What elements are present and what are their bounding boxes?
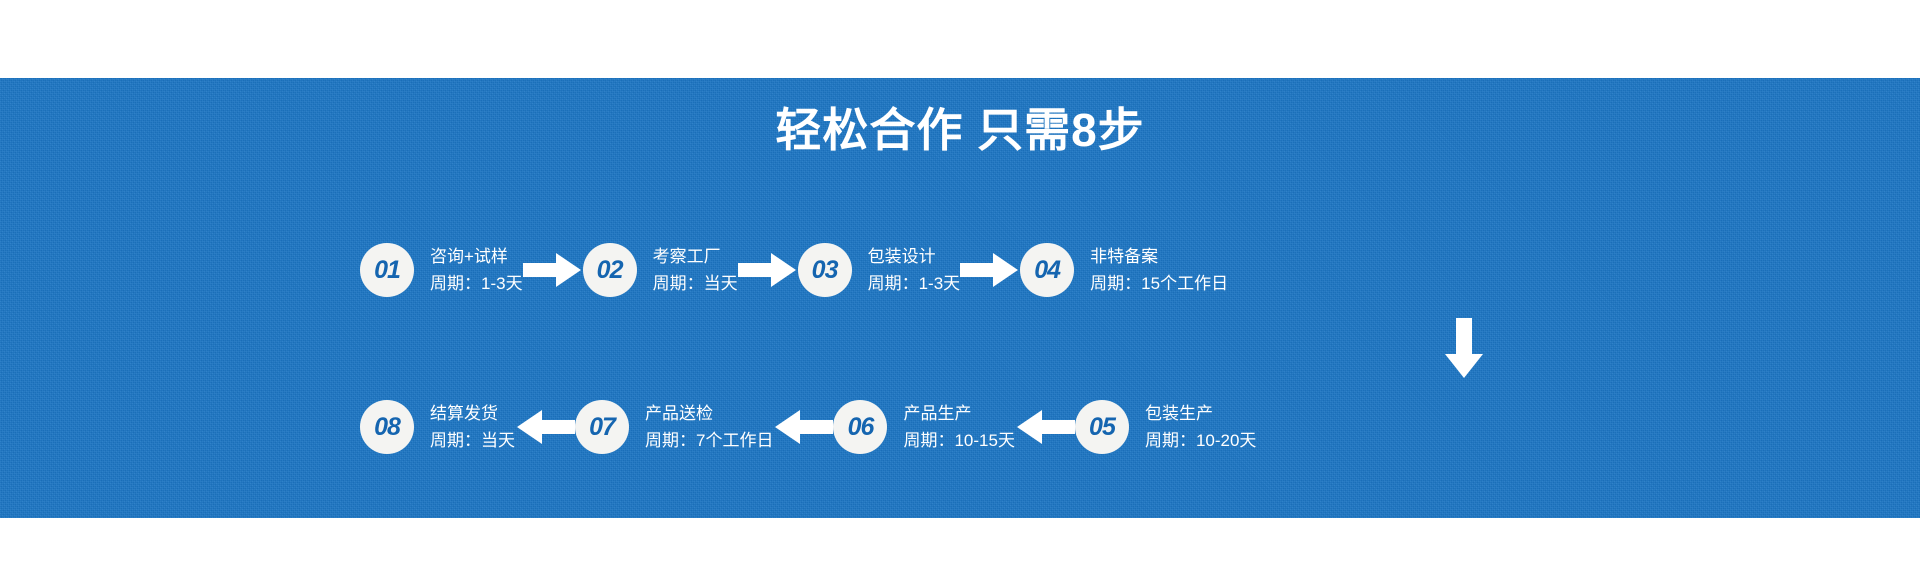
step-number-badge: 04: [1020, 243, 1075, 297]
step-03[interactable]: 03 包装设计 周期：1-3天: [797, 233, 961, 307]
step-02[interactable]: 02 考察工厂 周期：当天: [582, 233, 738, 307]
arrow-right-icon: [960, 250, 1020, 290]
step-number-badge: 02: [582, 243, 637, 297]
step-number-badge: 03: [797, 243, 852, 297]
arrow-left-icon: [773, 407, 834, 447]
step-name: 考察工厂: [652, 247, 721, 266]
step-number-badge: 01: [360, 243, 414, 297]
step-cycle: 周期：15个工作日: [1090, 274, 1229, 293]
arrow-left-icon: [1015, 407, 1075, 447]
step-cycle: 周期：10-15天: [903, 431, 1015, 450]
step-number-badge: 06: [833, 400, 888, 454]
step-name: 咨询+试样: [430, 247, 508, 266]
process-row-top: 01 咨询+试样 周期：1-3天 02 考察工厂 周期：当天 03: [360, 233, 1228, 307]
step-name: 包装设计: [867, 247, 936, 266]
arrow-right-icon: [522, 250, 583, 290]
step-08[interactable]: 08 结算发货 周期：当天: [360, 390, 515, 464]
step-name: 产品生产: [903, 404, 972, 423]
step-text: 产品生产 周期：10-15天: [903, 400, 1014, 454]
step-06[interactable]: 06 产品生产 周期：10-15天: [833, 390, 1015, 464]
step-text: 非特备案 周期：15个工作日: [1090, 243, 1228, 297]
arrow-left-icon: [515, 407, 575, 447]
step-number-badge: 07: [575, 400, 629, 454]
step-text: 产品送检 周期：7个工作日: [645, 400, 773, 454]
step-cycle: 周期：1-3天: [867, 274, 961, 293]
process-row-bottom: 08 结算发货 周期：当天 07 产品送检 周期：7个工作日 06: [360, 390, 1256, 464]
step-name: 产品送检: [645, 404, 713, 423]
step-cycle: 周期：7个工作日: [645, 431, 774, 450]
step-number-badge: 08: [360, 400, 414, 454]
step-number-badge: 05: [1074, 400, 1129, 454]
process-banner: [0, 78, 1920, 518]
arrow-right-icon: [737, 250, 798, 290]
step-name: 结算发货: [430, 404, 498, 423]
step-05[interactable]: 05 包装生产 周期：10-20天: [1074, 390, 1256, 464]
step-name: 非特备案: [1090, 247, 1159, 266]
step-01[interactable]: 01 咨询+试样 周期：1-3天: [360, 233, 523, 307]
step-cycle: 周期：10-20天: [1144, 431, 1257, 450]
step-name: 包装生产: [1144, 404, 1213, 423]
step-text: 包装设计 周期：1-3天: [868, 243, 961, 297]
page-title: 轻松合作 只需8步: [775, 104, 1145, 156]
step-text: 包装生产 周期：10-20天: [1145, 400, 1256, 454]
step-text: 结算发货 周期：当天: [430, 400, 515, 454]
step-04[interactable]: 04 非特备案 周期：15个工作日: [1020, 233, 1228, 307]
step-text: 咨询+试样 周期：1-3天: [430, 243, 523, 297]
step-cycle: 周期：1-3天: [430, 274, 523, 293]
step-text: 考察工厂 周期：当天: [653, 243, 738, 297]
step-cycle: 周期：当天: [430, 431, 515, 450]
step-cycle: 周期：当天: [652, 274, 738, 293]
arrow-down-icon: [1443, 318, 1485, 380]
step-07[interactable]: 07 产品送检 周期：7个工作日: [575, 390, 773, 464]
